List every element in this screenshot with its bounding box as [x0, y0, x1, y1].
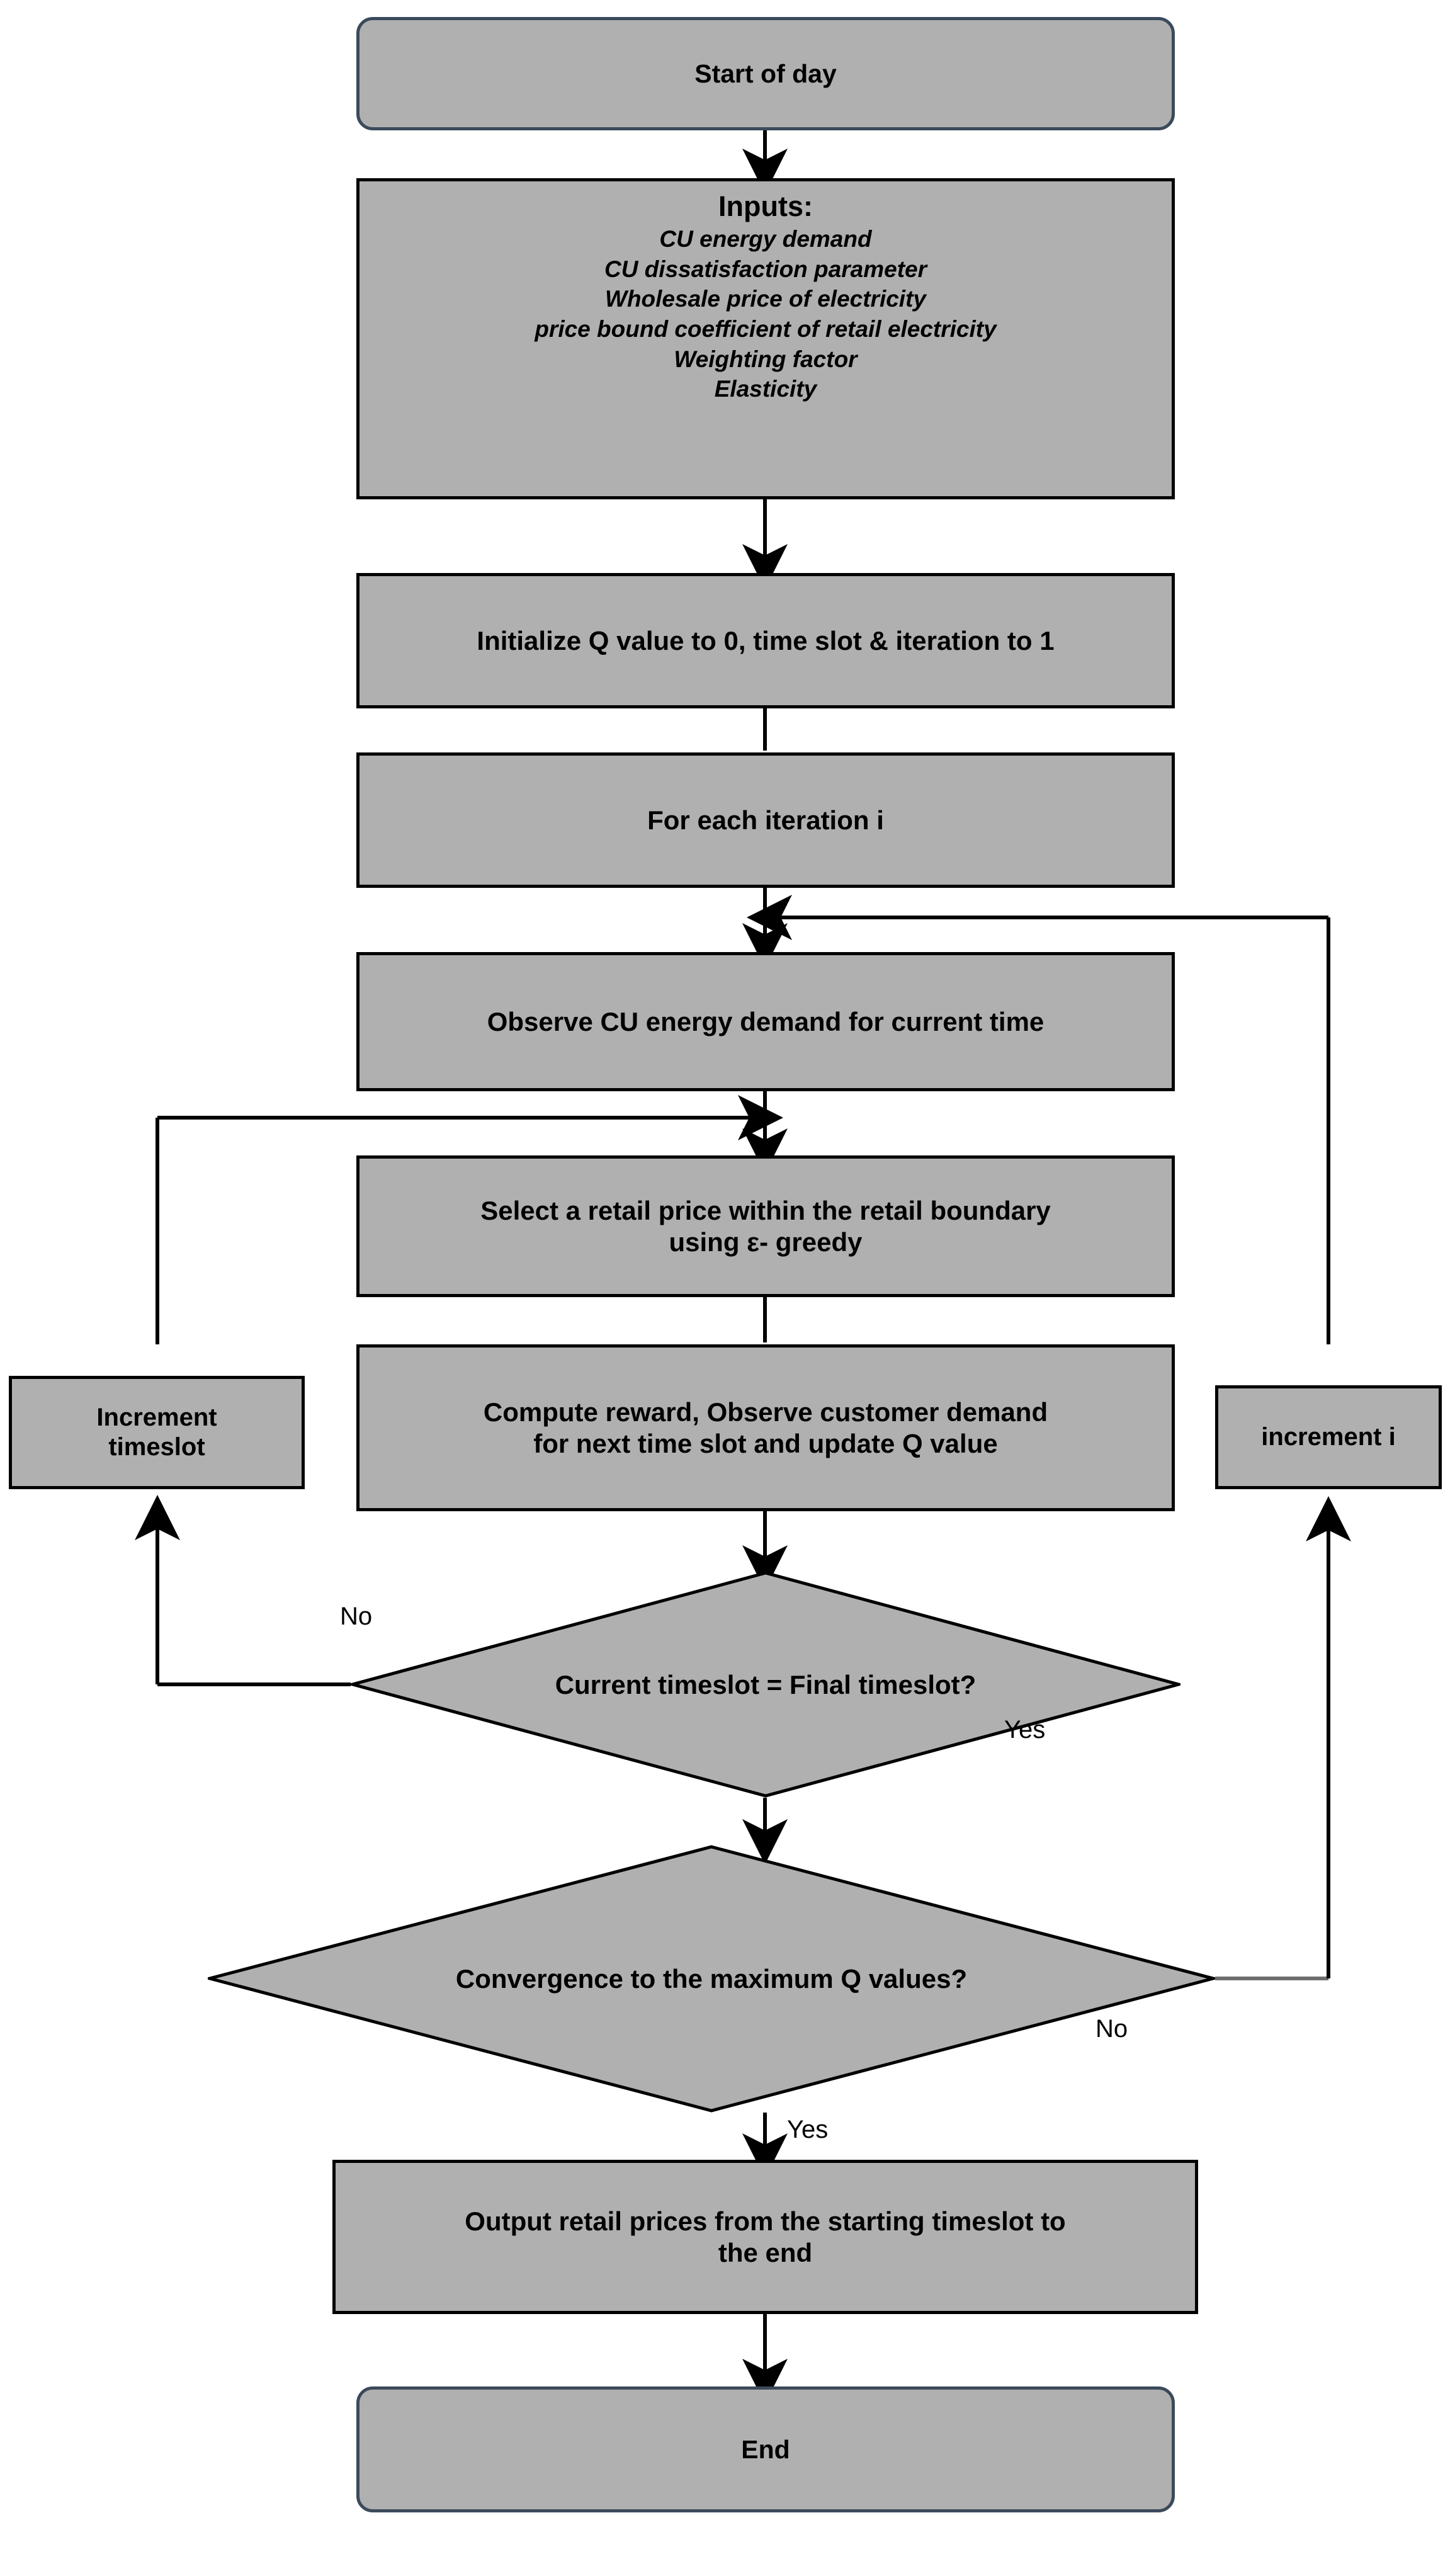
node-select-retail-price-label: Select a retail price within the retail … — [480, 1195, 1051, 1257]
node-start-of-day[interactable]: Start of day — [356, 17, 1175, 130]
node-inputs-item-1: CU dissatisfaction parameter — [604, 256, 927, 282]
edge-label-convergence-no: No — [1095, 2015, 1128, 2043]
node-initialize-q[interactable]: Initialize Q value to 0, time slot & ite… — [356, 573, 1175, 708]
node-for-each-iteration[interactable]: For each iteration i — [356, 752, 1175, 888]
node-inputs-content: Inputs: CU energy demand CU dissatisfact… — [360, 174, 1172, 503]
node-initialize-q-label: Initialize Q value to 0, time slot & ite… — [477, 625, 1055, 655]
node-inputs-item-4: Weighting factor — [674, 346, 858, 372]
node-inputs-item-0: CU energy demand — [659, 226, 872, 252]
node-inputs-item-5: Elasticity — [714, 376, 817, 402]
node-decision-convergence-label: Convergence to the maximum Q values? — [455, 1964, 968, 1994]
node-decision-convergence[interactable]: Convergence to the maximum Q values? — [208, 1845, 1215, 2113]
node-observe-demand-label: Observe CU energy demand for current tim… — [487, 1006, 1045, 1036]
node-increment-timeslot[interactable]: Increment timeslot — [9, 1376, 305, 1489]
node-increment-i[interactable]: increment i — [1215, 1385, 1442, 1489]
node-inputs-item-3: price bound coefficient of retail electr… — [535, 316, 997, 343]
node-for-each-iteration-label: For each iteration i — [647, 805, 884, 835]
node-inputs-heading: Inputs: — [718, 190, 813, 222]
node-output-retail-prices[interactable]: Output retail prices from the starting t… — [332, 2160, 1198, 2314]
node-output-retail-prices-label: Output retail prices from the starting t… — [465, 2206, 1066, 2267]
edge-label-timeslot-yes: Yes — [1004, 1716, 1046, 1744]
node-inputs[interactable]: Inputs: CU energy demand CU dissatisfact… — [356, 178, 1175, 499]
node-select-retail-price[interactable]: Select a retail price within the retail … — [356, 1155, 1175, 1297]
node-increment-timeslot-label: Increment timeslot — [96, 1403, 217, 1461]
node-inputs-item-2: Wholesale price of electricity — [605, 286, 926, 312]
edge-label-timeslot-no: No — [340, 1603, 373, 1630]
edge-label-convergence-yes: Yes — [787, 2116, 829, 2143]
node-decision-current-timeslot-label: Current timeslot = Final timeslot? — [555, 1670, 977, 1699]
node-decision-current-timeslot[interactable]: Current timeslot = Final timeslot? — [351, 1571, 1180, 1798]
node-end[interactable]: End — [356, 2386, 1175, 2512]
node-increment-i-label: increment i — [1261, 1422, 1396, 1451]
node-start-of-day-label: Start of day — [694, 59, 837, 88]
node-compute-reward-label: Compute reward, Observe customer demand … — [483, 1397, 1048, 1458]
node-observe-demand[interactable]: Observe CU energy demand for current tim… — [356, 952, 1175, 1091]
node-end-label: End — [741, 2434, 790, 2464]
node-compute-reward[interactable]: Compute reward, Observe customer demand … — [356, 1344, 1175, 1511]
